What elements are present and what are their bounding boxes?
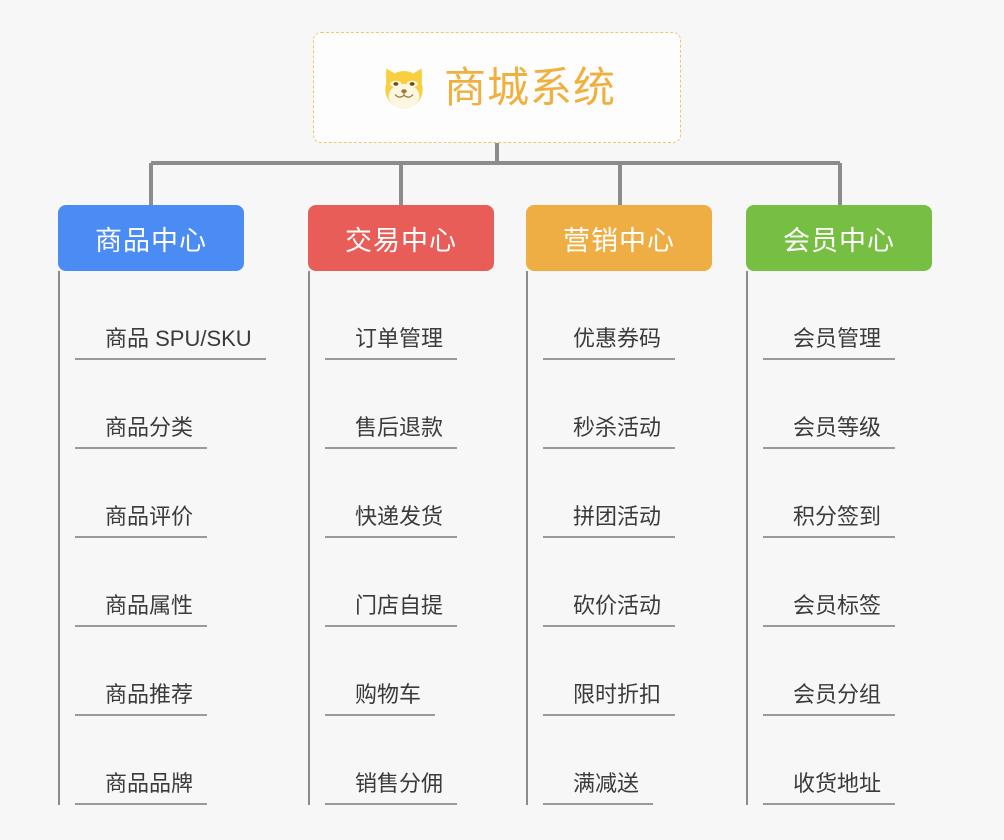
leaf-item-label: 会员管理 xyxy=(763,326,896,360)
leaf-item-label: 商品评价 xyxy=(75,504,208,538)
leaf-item-label: 商品品牌 xyxy=(75,771,208,805)
leaf-item[interactable]: 会员等级 xyxy=(763,360,932,449)
category-header-product-center[interactable]: 商品中心 xyxy=(58,205,244,271)
leaf-item-label: 商品属性 xyxy=(75,593,208,627)
leaf-item-label: 积分签到 xyxy=(763,504,896,538)
leaf-item[interactable]: 门店自提 xyxy=(325,538,494,627)
branch-column-marketing-center: 营销中心 优惠券码秒杀活动拼团活动砍价活动限时折扣满减送 xyxy=(526,205,712,805)
leaf-item[interactable]: 优惠券码 xyxy=(543,271,712,360)
root-title: 商城系统 xyxy=(443,63,616,111)
leaf-item[interactable]: 售后退款 xyxy=(325,360,494,449)
category-header-marketing-center[interactable]: 营销中心 xyxy=(526,205,712,271)
leaf-item[interactable]: 秒杀活动 xyxy=(543,360,712,449)
branch-column-member-center: 会员中心 会员管理会员等级积分签到会员标签会员分组收货地址 xyxy=(746,205,932,805)
leaf-item[interactable]: 商品品牌 xyxy=(75,716,244,805)
leaf-item[interactable]: 会员分组 xyxy=(763,627,932,716)
leaf-item[interactable]: 购物车 xyxy=(325,627,494,716)
leaf-item[interactable]: 满减送 xyxy=(543,716,712,805)
branch-column-product-center: 商品中心 商品 SPU/SKU 商品分类商品评价商品属性商品推荐商品品牌 xyxy=(58,205,266,805)
leaf-item[interactable]: 砍价活动 xyxy=(543,538,712,627)
leaf-item-label: 收货地址 xyxy=(763,771,896,805)
leaf-list-product-center: 商品 SPU/SKU 商品分类商品评价商品属性商品推荐商品品牌 xyxy=(58,271,266,805)
leaf-item-label: 门店自提 xyxy=(325,593,458,627)
leaf-item[interactable]: 商品 SPU/SKU xyxy=(75,271,266,360)
leaf-item[interactable]: 销售分佣 xyxy=(325,716,494,805)
leaf-item-label: 售后退款 xyxy=(325,415,458,449)
leaf-list-marketing-center: 优惠券码秒杀活动拼团活动砍价活动限时折扣满减送 xyxy=(526,271,712,805)
leaf-item-label: 商品推荐 xyxy=(75,682,208,716)
leaf-item-label: 砍价活动 xyxy=(543,593,676,627)
leaf-item[interactable]: 商品分类 xyxy=(75,360,244,449)
leaf-item-label: 会员标签 xyxy=(763,593,896,627)
leaf-item-label: 限时折扣 xyxy=(543,682,676,716)
leaf-item-label: 购物车 xyxy=(325,682,436,716)
leaf-item-label: 优惠券码 xyxy=(543,326,676,360)
leaf-list-trade-center: 订单管理售后退款快递发货门店自提购物车销售分佣 xyxy=(308,271,494,805)
root-node[interactable]: 商城系统 xyxy=(313,32,681,143)
leaf-item-label: 拼团活动 xyxy=(543,504,676,538)
leaf-item-label: 商品 SPU/SKU xyxy=(75,326,266,360)
leaf-item[interactable]: 商品属性 xyxy=(75,538,244,627)
leaf-item-label: 快递发货 xyxy=(325,504,458,538)
leaf-item[interactable]: 会员管理 xyxy=(763,271,932,360)
leaf-item[interactable]: 商品评价 xyxy=(75,449,244,538)
leaf-item[interactable]: 快递发货 xyxy=(325,449,494,538)
leaf-item-label: 满减送 xyxy=(543,771,654,805)
leaf-item-label: 会员分组 xyxy=(763,682,896,716)
leaf-item[interactable]: 积分签到 xyxy=(763,449,932,538)
leaf-item[interactable]: 订单管理 xyxy=(325,271,494,360)
leaf-item[interactable]: 会员标签 xyxy=(763,538,932,627)
leaf-list-member-center: 会员管理会员等级积分签到会员标签会员分组收货地址 xyxy=(746,271,932,805)
leaf-item-label: 销售分佣 xyxy=(325,771,458,805)
leaf-item-label: 秒杀活动 xyxy=(543,415,676,449)
leaf-item[interactable]: 拼团活动 xyxy=(543,449,712,538)
leaf-item[interactable]: 限时折扣 xyxy=(543,627,712,716)
category-header-trade-center[interactable]: 交易中心 xyxy=(308,205,494,271)
leaf-item[interactable]: 收货地址 xyxy=(763,716,932,805)
leaf-item[interactable]: 商品推荐 xyxy=(75,627,244,716)
category-header-member-center[interactable]: 会员中心 xyxy=(746,205,932,271)
leaf-item-label: 商品分类 xyxy=(75,415,208,449)
leaf-item-label: 会员等级 xyxy=(763,415,896,449)
branch-column-trade-center: 交易中心 订单管理售后退款快递发货门店自提购物车销售分佣 xyxy=(308,205,494,805)
shiba-dog-face-icon xyxy=(385,68,423,109)
leaf-item-label: 订单管理 xyxy=(325,326,458,360)
